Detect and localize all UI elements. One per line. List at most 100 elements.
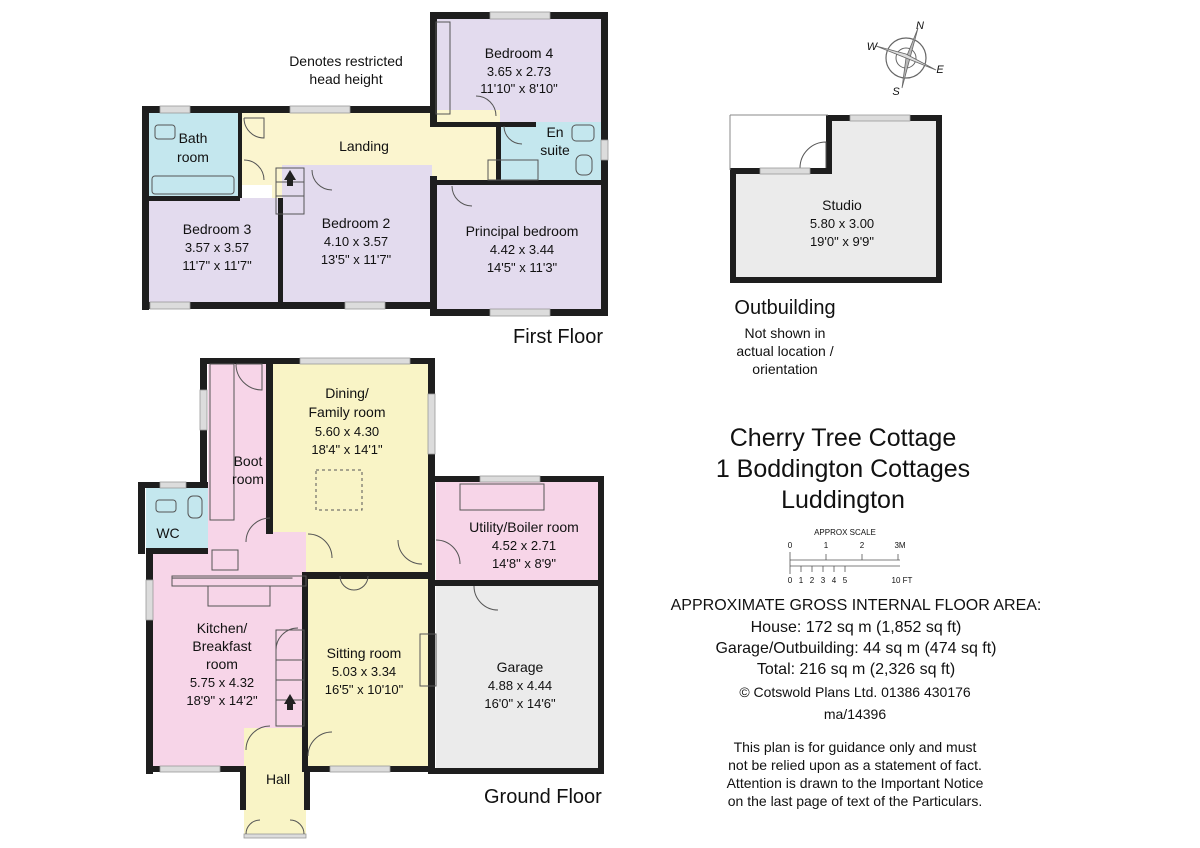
scale-ft-2: 2 [810, 576, 815, 585]
outbuilding-note-2: actual location / [736, 343, 833, 359]
property-title: Cherry Tree Cottage 1 Boddington Cottage… [716, 424, 970, 514]
first-floor: Bedroom 4 3.65 x 2.73 11'10" x 8'10" Den… [142, 11, 609, 348]
scale-ft-3: 3 [821, 576, 826, 585]
ground-floor-label: Ground Floor [484, 786, 602, 808]
principal-bedroom-imperial: 14'5" x 11'3" [487, 260, 558, 275]
bedroom-3-area [146, 198, 282, 308]
copyright-line: © Cotswold Plans Ltd. 01386 430176 [739, 684, 971, 700]
compass-w: W [867, 41, 879, 53]
garage-name: Garage [497, 659, 544, 675]
ensuite-name-1: En [546, 124, 563, 140]
ensuite-name-2: suite [540, 142, 570, 158]
bedroom-2-name: Bedroom 2 [322, 215, 391, 231]
bathroom-area [146, 108, 240, 198]
compass: N E S W [867, 20, 945, 98]
compass-outer-icon [885, 37, 927, 79]
principal-bedroom-name: Principal bedroom [466, 223, 579, 239]
outbuilding-note-3: orientation [752, 361, 817, 377]
utility-imperial: 14'8" x 8'9" [492, 556, 556, 571]
ensuite-area [500, 122, 606, 182]
disclaimer: This plan is for guidance only and must … [727, 739, 984, 809]
bedroom-4-name: Bedroom 4 [485, 45, 554, 61]
scale-m-2: 2 [860, 541, 865, 550]
sitting-room-metric: 5.03 x 3.34 [332, 664, 396, 679]
utility-area [436, 480, 600, 584]
compass-n: N [916, 20, 924, 32]
ensuite-window [600, 139, 609, 161]
disclaimer-line4: on the last page of text of the Particul… [728, 793, 982, 809]
dining-metric: 5.60 x 4.30 [315, 424, 379, 439]
area-garage: Garage/Outbuilding: 44 sq m (474 sq ft) [715, 640, 996, 657]
bathroom-name-2: room [177, 149, 209, 165]
property-name: Cherry Tree Cottage [730, 424, 957, 452]
scale-ft-5: 5 [843, 576, 848, 585]
dining-name-1: Dining/ [325, 385, 369, 401]
property-address: 1 Boddington Cottages [716, 455, 970, 483]
bedroom-2-area [282, 165, 432, 308]
studio-area [734, 172, 938, 280]
studio-metric: 5.80 x 3.00 [810, 216, 874, 231]
compass-e: E [936, 64, 944, 76]
bed3-window [149, 301, 191, 310]
scale-ft-4: 4 [832, 576, 837, 585]
principal-bedroom-area [432, 182, 606, 312]
garage-area [436, 584, 602, 774]
bedroom-3-metric: 3.57 x 3.57 [185, 240, 249, 255]
area-heading: APPROXIMATE GROSS INTERNAL FLOOR AREA: [671, 597, 1042, 614]
outbuilding-note-1: Not shown in [745, 325, 826, 341]
bedroom-4-metric: 3.65 x 2.73 [487, 64, 551, 79]
outbuilding: Studio 5.80 x 3.00 19'0" x 9'9" Outbuild… [729, 114, 942, 377]
compass-s: S [892, 86, 900, 98]
utility-metric: 4.52 x 2.71 [492, 538, 556, 553]
kitchen-metric: 5.75 x 4.32 [190, 675, 254, 690]
scale-m-3: 3M [894, 541, 905, 550]
credit: © Cotswold Plans Ltd. 01386 430176 ma/14… [739, 684, 971, 722]
first-floor-label: First Floor [513, 326, 603, 348]
scale-bar: APPROX SCALE 0 1 2 3M 0 1 2 3 4 5 10 FT [788, 528, 913, 585]
restricted-note-line2: head height [309, 71, 382, 87]
utility-name: Utility/Boiler room [469, 519, 579, 535]
boot-room-name-2: room [232, 471, 264, 487]
porch-area [244, 808, 306, 838]
landing-window [289, 105, 351, 114]
property-locality: Luddington [781, 486, 905, 514]
ground-floor: Dining/ Family room 5.60 x 4.30 18'4" x … [138, 357, 604, 839]
kitchen-name-3: room [206, 656, 238, 672]
outbuilding-label: Outbuilding [734, 297, 835, 319]
dining-name-2: Family room [308, 404, 385, 420]
kitchen-top-area [208, 532, 306, 572]
studio-imperial: 19'0" x 9'9" [810, 234, 874, 249]
bath-window [159, 105, 191, 114]
area-total: Total: 216 sq m (2,326 sq ft) [757, 661, 955, 678]
dining-imperial: 18'4" x 14'1" [311, 442, 383, 457]
hall-area [244, 728, 306, 808]
floor-area-summary: APPROXIMATE GROSS INTERNAL FLOOR AREA: H… [671, 597, 1042, 678]
scale-ft-10: 10 FT [892, 576, 913, 585]
restricted-note-line1: Denotes restricted [289, 53, 403, 69]
disclaimer-line1: This plan is for guidance only and must [734, 739, 977, 755]
bedroom4-window [489, 11, 551, 20]
hall-name: Hall [266, 771, 290, 787]
sitting-room-imperial: 16'5" x 10'10" [325, 682, 404, 697]
sitting-room-area [306, 576, 430, 770]
sitting-room-name: Sitting room [327, 645, 402, 661]
wc-area [146, 486, 208, 552]
scale-m-0: 0 [788, 541, 793, 550]
studio-rear-area [830, 118, 938, 174]
kitchen-name-1: Kitchen/ [197, 620, 248, 636]
bedroom-4-imperial: 11'10" x 8'10" [480, 81, 558, 96]
bedroom-3-imperial: 11'7" x 11'7" [182, 258, 252, 273]
scale-title: APPROX SCALE [814, 528, 876, 537]
bedroom-3-name: Bedroom 3 [183, 221, 252, 237]
principal-window [489, 308, 551, 317]
wc-name: WC [156, 525, 179, 541]
bedroom-2-metric: 4.10 x 3.57 [324, 234, 388, 249]
scale-ft-0: 0 [788, 576, 793, 585]
bedroom-4-area [432, 14, 606, 122]
area-house: House: 172 sq m (1,852 sq ft) [751, 619, 962, 636]
bed2-window [344, 301, 386, 310]
bedroom-2-imperial: 13'5" x 11'7" [321, 252, 392, 267]
studio-name: Studio [822, 197, 862, 213]
reference-line: ma/14396 [824, 706, 886, 722]
